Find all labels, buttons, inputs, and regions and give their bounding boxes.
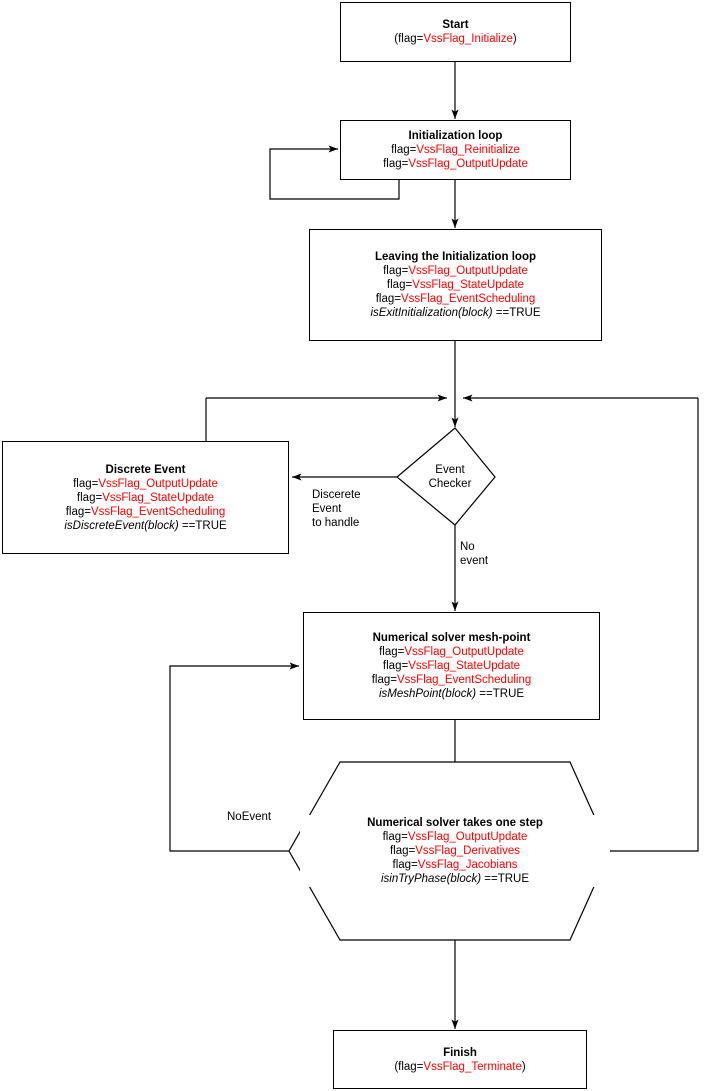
node-start[interactable]: Start (flag=VssFlag_Initialize) xyxy=(340,2,571,62)
node-numerical-solver-one-step[interactable]: Numerical solver takes one step flag=Vss… xyxy=(300,815,610,887)
node-discrete-event[interactable]: Discrete Event flag=VssFlag_OutputUpdate… xyxy=(2,441,289,554)
node-leaving-flag-line-1: flag=VssFlag_OutputUpdate xyxy=(383,265,528,277)
node-start-title: Start xyxy=(442,19,469,31)
node-init-flag-line-1: flag=VssFlag_Reinitialize xyxy=(391,144,520,156)
edge-label-discrete-event-to-handle: Discerete Event to handle xyxy=(312,489,361,529)
node-start-flag-line: (flag=VssFlag_Initialize) xyxy=(394,33,517,45)
node-numerical-solver-mesh-point[interactable]: Numerical solver mesh-point flag=VssFlag… xyxy=(303,612,600,720)
node-mesh-flag-line-2: flag=VssFlag_StateUpdate xyxy=(382,660,521,672)
node-onestep-flag-line-2: flag=VssFlag_Derivatives xyxy=(389,845,521,857)
node-leaving-condition: isExitInitialization(block) ==TRUE xyxy=(370,307,541,319)
node-init-title: Initialization loop xyxy=(408,130,503,142)
node-mesh-title: Numerical solver mesh-point xyxy=(372,632,531,644)
node-discrete-flag-line-2: flag=VssFlag_StateUpdate xyxy=(76,491,215,504)
edge-label-noevent-loop: NoEvent xyxy=(227,811,272,823)
node-onestep-condition: isinTryPhase(block) ==TRUE xyxy=(380,873,530,885)
node-leaving-title: Leaving the Initialization loop xyxy=(374,251,536,263)
node-leaving-flag-line-3: flag=VssFlag_EventScheduling xyxy=(375,293,536,305)
node-leaving-flag-line-2: flag=VssFlag_StateUpdate xyxy=(386,279,525,291)
node-discrete-title: Discrete Event xyxy=(105,463,186,476)
event-checker-label-line1: Event xyxy=(435,464,465,476)
node-event-checker[interactable]: Event Checker xyxy=(405,463,495,491)
node-leaving-initialization-loop[interactable]: Leaving the Initialization loop flag=Vss… xyxy=(309,229,602,341)
edge-onestep-return-right xyxy=(610,398,699,852)
node-mesh-flag-line-3: flag=VssFlag_EventScheduling xyxy=(371,674,532,686)
node-finish-flag-line: (flag=VssFlag_Terminate) xyxy=(394,1060,526,1073)
node-onestep-flag-line-1: flag=VssFlag_OutputUpdate xyxy=(382,831,528,843)
edge-label-no-event: No event xyxy=(460,541,489,567)
node-init-flag-line-2: flag=VssFlag_OutputUpdate xyxy=(383,158,528,170)
node-discrete-flag-line-3: flag=VssFlag_EventScheduling xyxy=(65,505,226,518)
node-finish[interactable]: Finish (flag=VssFlag_Terminate) xyxy=(333,1030,587,1089)
node-mesh-condition: isMeshPoint(block) ==TRUE xyxy=(378,688,525,700)
node-initialization-loop[interactable]: Initialization loop flag=VssFlag_Reiniti… xyxy=(340,120,571,180)
node-mesh-flag-line-1: flag=VssFlag_OutputUpdate xyxy=(379,646,524,658)
node-onestep-flag-line-3: flag=VssFlag_Jacobians xyxy=(392,859,518,871)
node-finish-title: Finish xyxy=(443,1046,477,1059)
event-checker-label-line2: Checker xyxy=(428,478,472,490)
node-discrete-condition: isDiscreteEvent(block) ==TRUE xyxy=(64,519,227,532)
node-onestep-title: Numerical solver takes one step xyxy=(367,817,543,829)
node-discrete-flag-line-1: flag=VssFlag_OutputUpdate xyxy=(73,477,218,490)
